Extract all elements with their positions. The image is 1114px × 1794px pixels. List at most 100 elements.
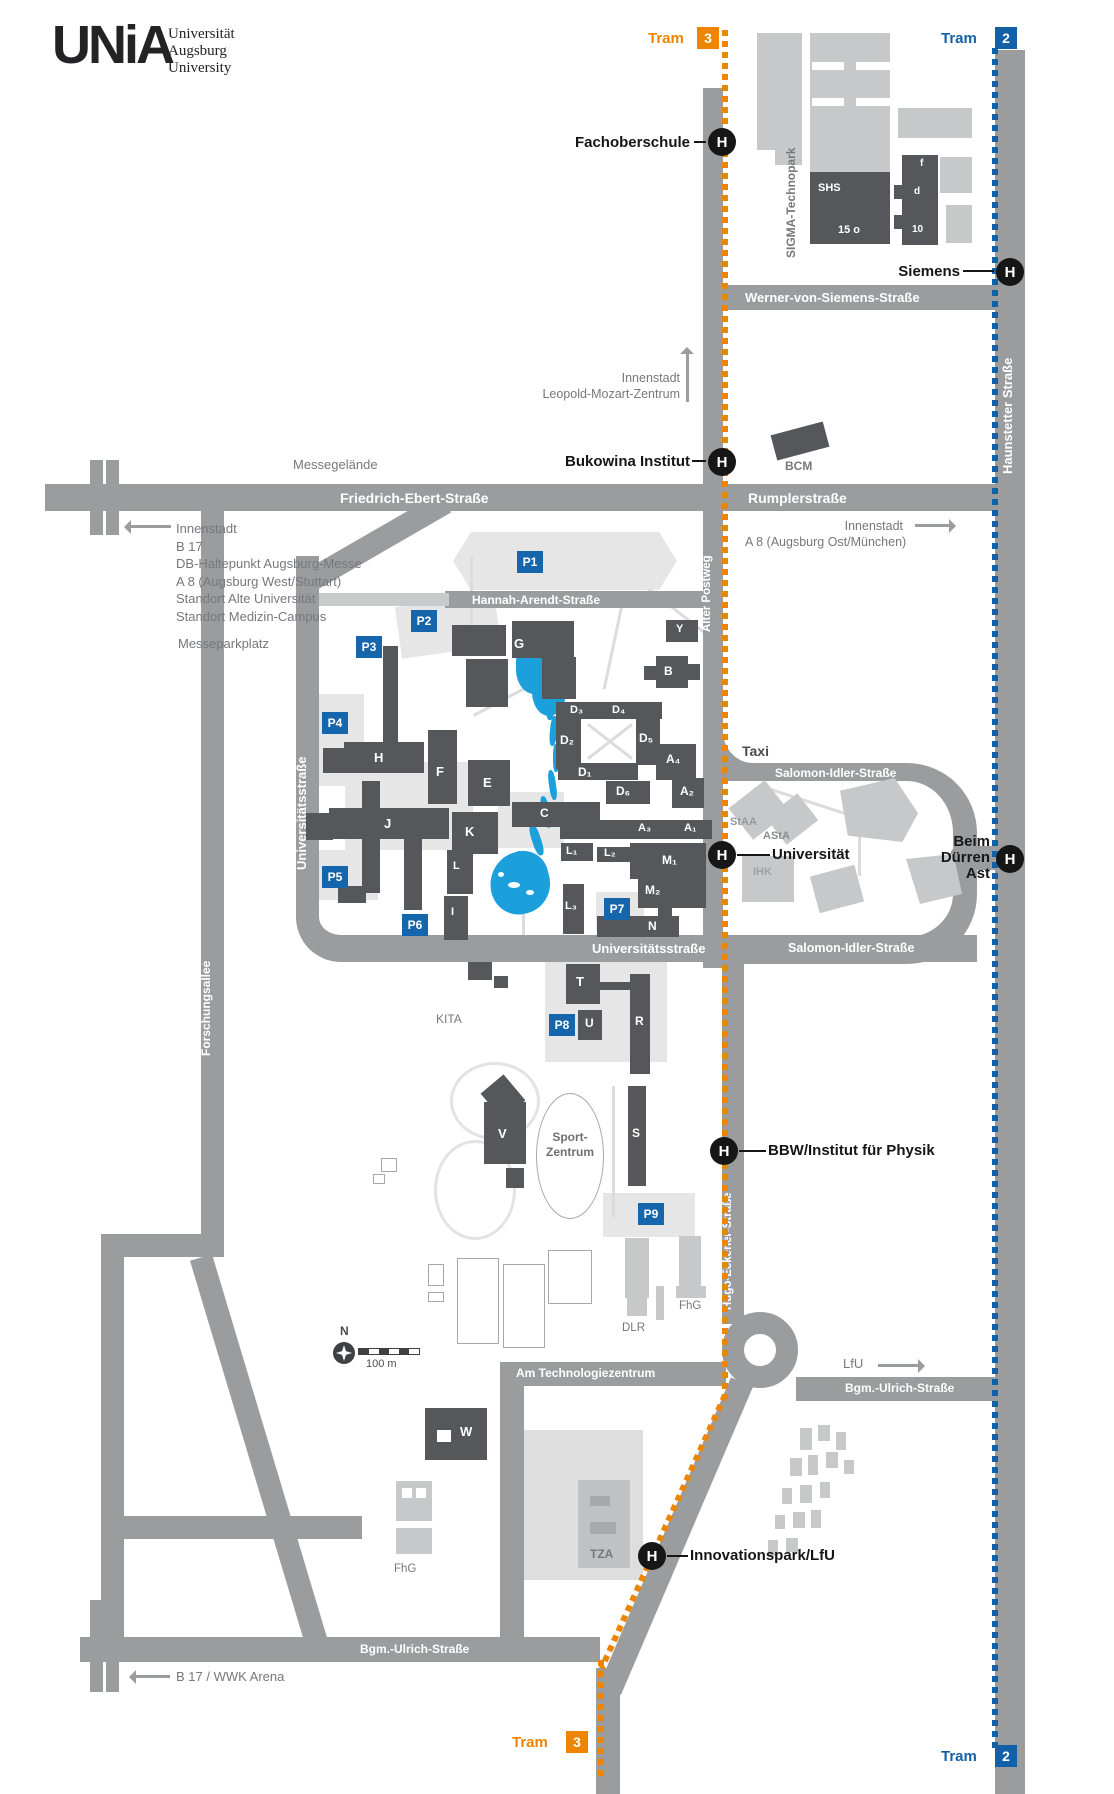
innovationspark-building <box>768 1540 778 1556</box>
building-15o-label: 15 o <box>838 224 861 236</box>
ihk-building <box>742 856 794 902</box>
compass-n-label: N <box>340 1324 349 1338</box>
tram3-top-word: Tram <box>648 30 684 47</box>
building-r-label: R <box>635 1014 644 1028</box>
building-n-label: N <box>648 919 657 933</box>
building-fd10 <box>902 155 938 245</box>
stop-fachoberschule: H <box>708 128 736 156</box>
light-building <box>679 1236 701 1292</box>
road-am-technologiezentrum <box>500 1362 726 1386</box>
stop-label-siemens: Siemens <box>898 263 960 280</box>
building-e-label: E <box>483 775 492 790</box>
innovationspark-building <box>811 1510 821 1528</box>
innovationspark-building <box>782 1488 792 1504</box>
street-hannah: Hannah-Arendt-Straße <box>472 593 601 607</box>
messeparkplatz-label: Messeparkplatz <box>178 636 270 651</box>
building-t-arm <box>600 982 646 990</box>
building-l1 <box>561 843 593 861</box>
building-l <box>447 850 473 894</box>
road-werner-von-siemens <box>703 285 1025 310</box>
fhg-window <box>402 1488 412 1498</box>
kita-building <box>494 976 508 988</box>
ihk-label: IHK <box>753 866 772 878</box>
sport-oval <box>536 1093 604 1219</box>
taxi-label: Taxi <box>742 743 769 759</box>
building-m1-label: M₁ <box>662 853 677 867</box>
tram3-bottom-badge: 3 <box>566 1731 588 1753</box>
building-m <box>630 843 706 879</box>
building-a4 <box>656 744 696 780</box>
building-w-label: W <box>460 1424 473 1439</box>
beim-line1: Beim <box>953 833 990 850</box>
dlr-building <box>627 1288 647 1316</box>
building-a3-label: A₃ <box>638 822 652 834</box>
sigma-technopark-label: SIGMA-Technopark <box>784 147 798 258</box>
building-c-label: C <box>540 806 549 820</box>
innovationspark-building <box>818 1425 830 1441</box>
arrow-left-line <box>131 525 171 528</box>
b17-wwk-label: B 17 / WWK Arena <box>176 1669 285 1684</box>
building-d2-label: D₂ <box>560 733 574 747</box>
innovationspark-building <box>775 1515 785 1529</box>
beim-line3: Ast <box>965 865 990 882</box>
logo-mark: UNiA <box>52 15 175 75</box>
stop-siemens: H <box>996 258 1024 286</box>
building-g <box>512 621 574 658</box>
tram2-bottom-badge: 2 <box>995 1745 1017 1767</box>
building-n <box>597 916 679 937</box>
building-y <box>666 620 698 642</box>
road-hannah-arendt <box>445 591 703 608</box>
building-j <box>306 813 333 840</box>
sigma-gap <box>856 98 890 106</box>
tram2-top-badge: 2 <box>995 27 1017 49</box>
building-d5-label: D₅ <box>639 731 654 745</box>
street-haunstetter: Haunstetter Straße <box>1000 357 1015 474</box>
beim-line2: Dürren <box>940 849 990 866</box>
building-l2-label: L₂ <box>604 847 616 859</box>
building-b <box>644 666 658 680</box>
road-west-stub <box>112 1516 362 1539</box>
west-line: Standort Alte Universität <box>176 591 316 606</box>
street-alter-postweg: Alter Postweg <box>701 555 713 632</box>
fhg-bottom-building <box>396 1481 432 1521</box>
leopold: Leopold-Mozart-Zentrum <box>542 387 680 401</box>
sigma-building <box>757 33 802 165</box>
building-k-label: K <box>465 824 475 839</box>
tram3-line-bottom <box>598 1660 604 1778</box>
building-s <box>628 1086 646 1186</box>
street-universitaetsstrasse-h: Universitätsstraße <box>592 941 706 956</box>
street-universitaetsstrasse-v: Universitätsstraße <box>294 756 309 870</box>
parking-p4: P4 <box>322 712 348 734</box>
building-m2-label: M₂ <box>645 883 661 897</box>
building-r <box>630 974 650 1074</box>
stop-label-universitaet: Universität <box>772 846 850 863</box>
road-forschung-diagonal <box>189 1254 331 1655</box>
path <box>522 912 525 956</box>
building-f <box>428 730 457 804</box>
building-i <box>444 896 468 940</box>
west-line: B 17 <box>176 538 203 554</box>
stream <box>546 694 554 720</box>
stop-connector <box>694 141 706 143</box>
building-j <box>329 808 449 839</box>
asta-label: AStA <box>763 830 790 842</box>
tram3-bottom-word: Tram <box>512 1734 548 1751</box>
arrow-right-head <box>949 519 963 533</box>
lake-island <box>498 872 504 877</box>
building-l3 <box>563 884 584 934</box>
building-l-label: L <box>453 860 460 872</box>
arrow-left-head <box>117 520 131 534</box>
innovationspark-building <box>836 1432 846 1450</box>
building-g <box>542 657 576 699</box>
logo-line1: Universität <box>168 26 235 42</box>
sigma-building <box>898 108 972 138</box>
building-m2 <box>638 876 706 908</box>
innovationspark-building <box>790 1458 802 1476</box>
building-d3-label: D₃ <box>570 704 584 716</box>
lfu-arrow-head <box>918 1359 932 1373</box>
street-forschungsallee: Forschungsallee <box>199 960 213 1056</box>
stop-connector <box>692 460 706 462</box>
building-v-label: V <box>498 1126 507 1141</box>
innovationspark-building <box>800 1485 812 1503</box>
